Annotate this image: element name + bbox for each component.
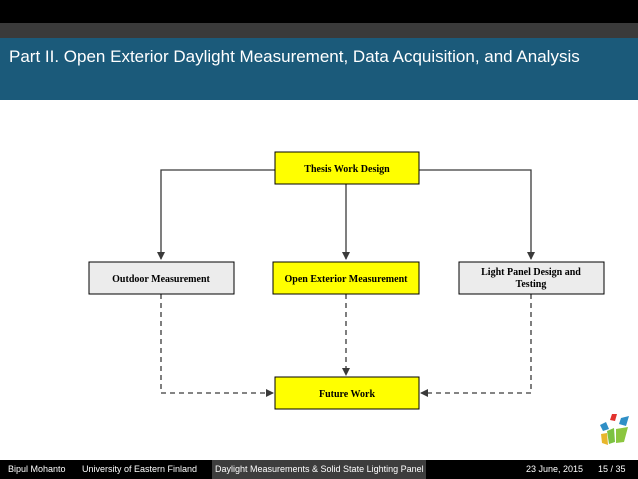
node-outdoor-label: Outdoor Measurement <box>112 274 210 285</box>
node-outdoor-measurement: Outdoor Measurement <box>88 261 235 295</box>
node-future-work: Future Work <box>274 376 420 410</box>
footer-institution: University of Eastern Finland <box>82 464 198 474</box>
dashed-arrow-outdoor-to-future <box>160 294 274 397</box>
solid-connectors <box>157 169 535 260</box>
node-future-label: Future Work <box>319 389 375 400</box>
footer: Bipul Mohanto University of Eastern Finl… <box>0 460 638 479</box>
university-logo-icon <box>600 414 629 445</box>
footer-date: 23 June, 2015 <box>526 464 584 474</box>
slide-title: Part II. Open Exterior Daylight Measurem… <box>9 47 580 66</box>
node-light-panel-design: Light Panel Design and Testing <box>458 261 605 295</box>
node-thesis-work-design: Thesis Work Design <box>274 151 420 185</box>
arrow-thesis-to-outdoor <box>157 169 275 260</box>
dashed-arrow-lightpanel-to-future <box>420 294 532 397</box>
node-open-exterior-measurement: Open Exterior Measurement <box>272 261 420 295</box>
footer-left: Bipul Mohanto University of Eastern Finl… <box>0 460 212 479</box>
node-thesis-label: Thesis Work Design <box>304 164 390 175</box>
node-open-exterior-label: Open Exterior Measurement <box>285 274 409 285</box>
top-gray-bar <box>0 23 638 38</box>
node-light-panel-label-line1: Light Panel Design and <box>481 267 581 278</box>
arrow-thesis-to-lightpanel <box>419 169 535 260</box>
footer-author: Bipul Mohanto <box>8 464 66 474</box>
dashed-connectors <box>160 294 532 397</box>
footer-short-title: Daylight Measurements & Solid State Ligh… <box>212 460 426 479</box>
top-black-bar <box>0 0 638 23</box>
node-light-panel-label-line2: Testing <box>516 279 547 290</box>
title-bar: Part II. Open Exterior Daylight Measurem… <box>0 38 638 100</box>
footer-page-number: 15 / 35 <box>598 464 626 474</box>
footer-right: 23 June, 2015 15 / 35 <box>426 460 638 479</box>
